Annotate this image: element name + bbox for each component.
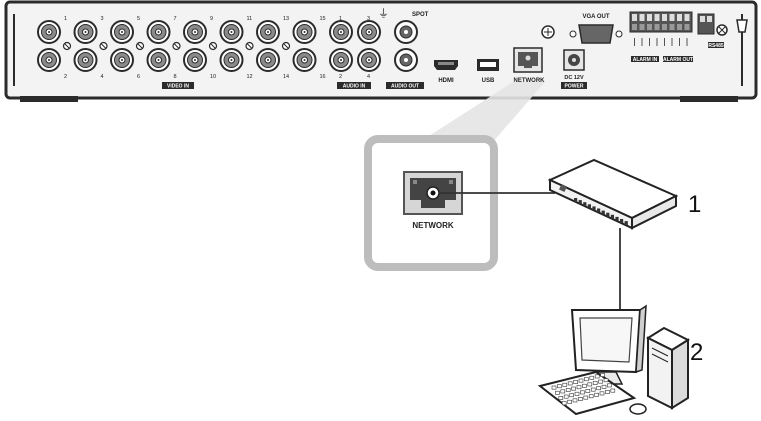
screw-icon (208, 41, 218, 51)
hub-port (624, 221, 628, 226)
rs485-label: RS485 (708, 43, 724, 49)
hub-port (597, 208, 601, 213)
rs485-terminal (697, 13, 715, 35)
spot-label: SPOT (412, 12, 429, 18)
channel-number: 12 (247, 74, 253, 80)
channel-number: 11 (247, 16, 253, 22)
channel-number: 3 (367, 16, 370, 22)
network-callout: NETWORK (364, 82, 545, 271)
screw-icon (172, 41, 181, 51)
channel-number: 15 (320, 16, 326, 22)
alarm-out-label: ALARM OUT (663, 57, 693, 63)
hub-port (574, 198, 578, 202)
channel-number: 14 (283, 74, 289, 80)
audio-in-connector (357, 20, 381, 44)
hub-port (610, 214, 614, 219)
audio-in-connectors: 1 2 3 4 (329, 16, 381, 80)
router-number: 1 (688, 191, 701, 218)
channel-number: 4 (101, 74, 104, 80)
hub-port (587, 204, 591, 209)
vga-port (569, 24, 623, 44)
hdmi-label: HDMI (438, 78, 454, 84)
video-in-connector (37, 20, 61, 44)
channel-number: 9 (210, 16, 213, 22)
audio-in-connector (357, 48, 381, 72)
video-in-connector (110, 20, 134, 44)
channel-number: 2 (64, 74, 67, 80)
video-in-connector (110, 48, 134, 72)
usb-port (477, 59, 499, 71)
network-hub (547, 158, 679, 230)
video-in-connector (219, 20, 244, 44)
alarm-in-label: ALARM IN (633, 57, 658, 63)
network-cables (439, 192, 621, 312)
video-in-connector (183, 20, 207, 44)
audio-in-label: AUDIO IN (343, 84, 366, 90)
channel-number: 8 (174, 74, 177, 80)
channel-number: 1 (339, 16, 342, 22)
audio-in-connector (329, 48, 353, 72)
power-dc-label: DC 12V (564, 75, 584, 81)
video-in-connector (73, 20, 98, 44)
usb-label: USB (482, 78, 495, 84)
video-in-connector (146, 48, 171, 72)
computer-number: 2 (690, 339, 703, 366)
power-jack (563, 49, 585, 71)
channel-number: 1 (64, 16, 67, 22)
hub-port (620, 219, 624, 223)
audio-in-connector (329, 20, 353, 44)
spot-connector (394, 20, 418, 44)
video-in-connector (256, 20, 280, 44)
ground-screw-icon (541, 25, 555, 39)
video-in-label: VIDEO IN (167, 84, 189, 90)
channel-number: 13 (283, 16, 289, 22)
screw-icon (99, 41, 108, 51)
hub-port (583, 202, 587, 207)
video-in-connector (183, 48, 207, 72)
vga-label: VGA OUT (582, 14, 609, 20)
hub-port (601, 210, 605, 215)
screw-icon (281, 41, 291, 51)
video-in-connectors (37, 20, 317, 72)
hub-port (592, 206, 596, 211)
computer (537, 304, 691, 416)
audio-out-label: AUDIO OUT (391, 84, 419, 90)
video-in-connector (292, 48, 317, 72)
video-in-connector (146, 20, 171, 44)
screw-icon (716, 24, 728, 36)
hub-port (606, 212, 610, 217)
channel-number: 16 (320, 74, 326, 80)
callout-network-label: NETWORK (412, 221, 454, 230)
channel-number: 2 (339, 74, 342, 80)
screw-icon (135, 41, 145, 51)
video-in-connector (256, 48, 280, 72)
network-label: NETWORK (514, 78, 546, 84)
channel-number: 3 (101, 16, 104, 22)
channel-number: 7 (174, 16, 177, 22)
ground-icon: ⏚ (378, 7, 389, 20)
screw-icon (62, 41, 72, 51)
video-in-connector (219, 48, 244, 72)
hub-port (578, 200, 582, 205)
channel-number: 4 (367, 74, 370, 80)
trash-icon (736, 19, 748, 33)
video-in-connector (73, 48, 98, 72)
power-label: POWER (565, 84, 584, 90)
channel-number: 10 (210, 74, 216, 80)
network-port (513, 47, 543, 73)
hub-port (615, 216, 619, 221)
channel-number: 5 (137, 16, 140, 22)
audio-out-connector (394, 48, 418, 72)
alarm-terminal-block (629, 11, 693, 46)
screw-icon (245, 41, 254, 51)
channel-number: 6 (137, 74, 140, 80)
video-in-connector (37, 48, 61, 72)
hdmi-port (434, 60, 458, 70)
video-in-connector (292, 20, 317, 44)
